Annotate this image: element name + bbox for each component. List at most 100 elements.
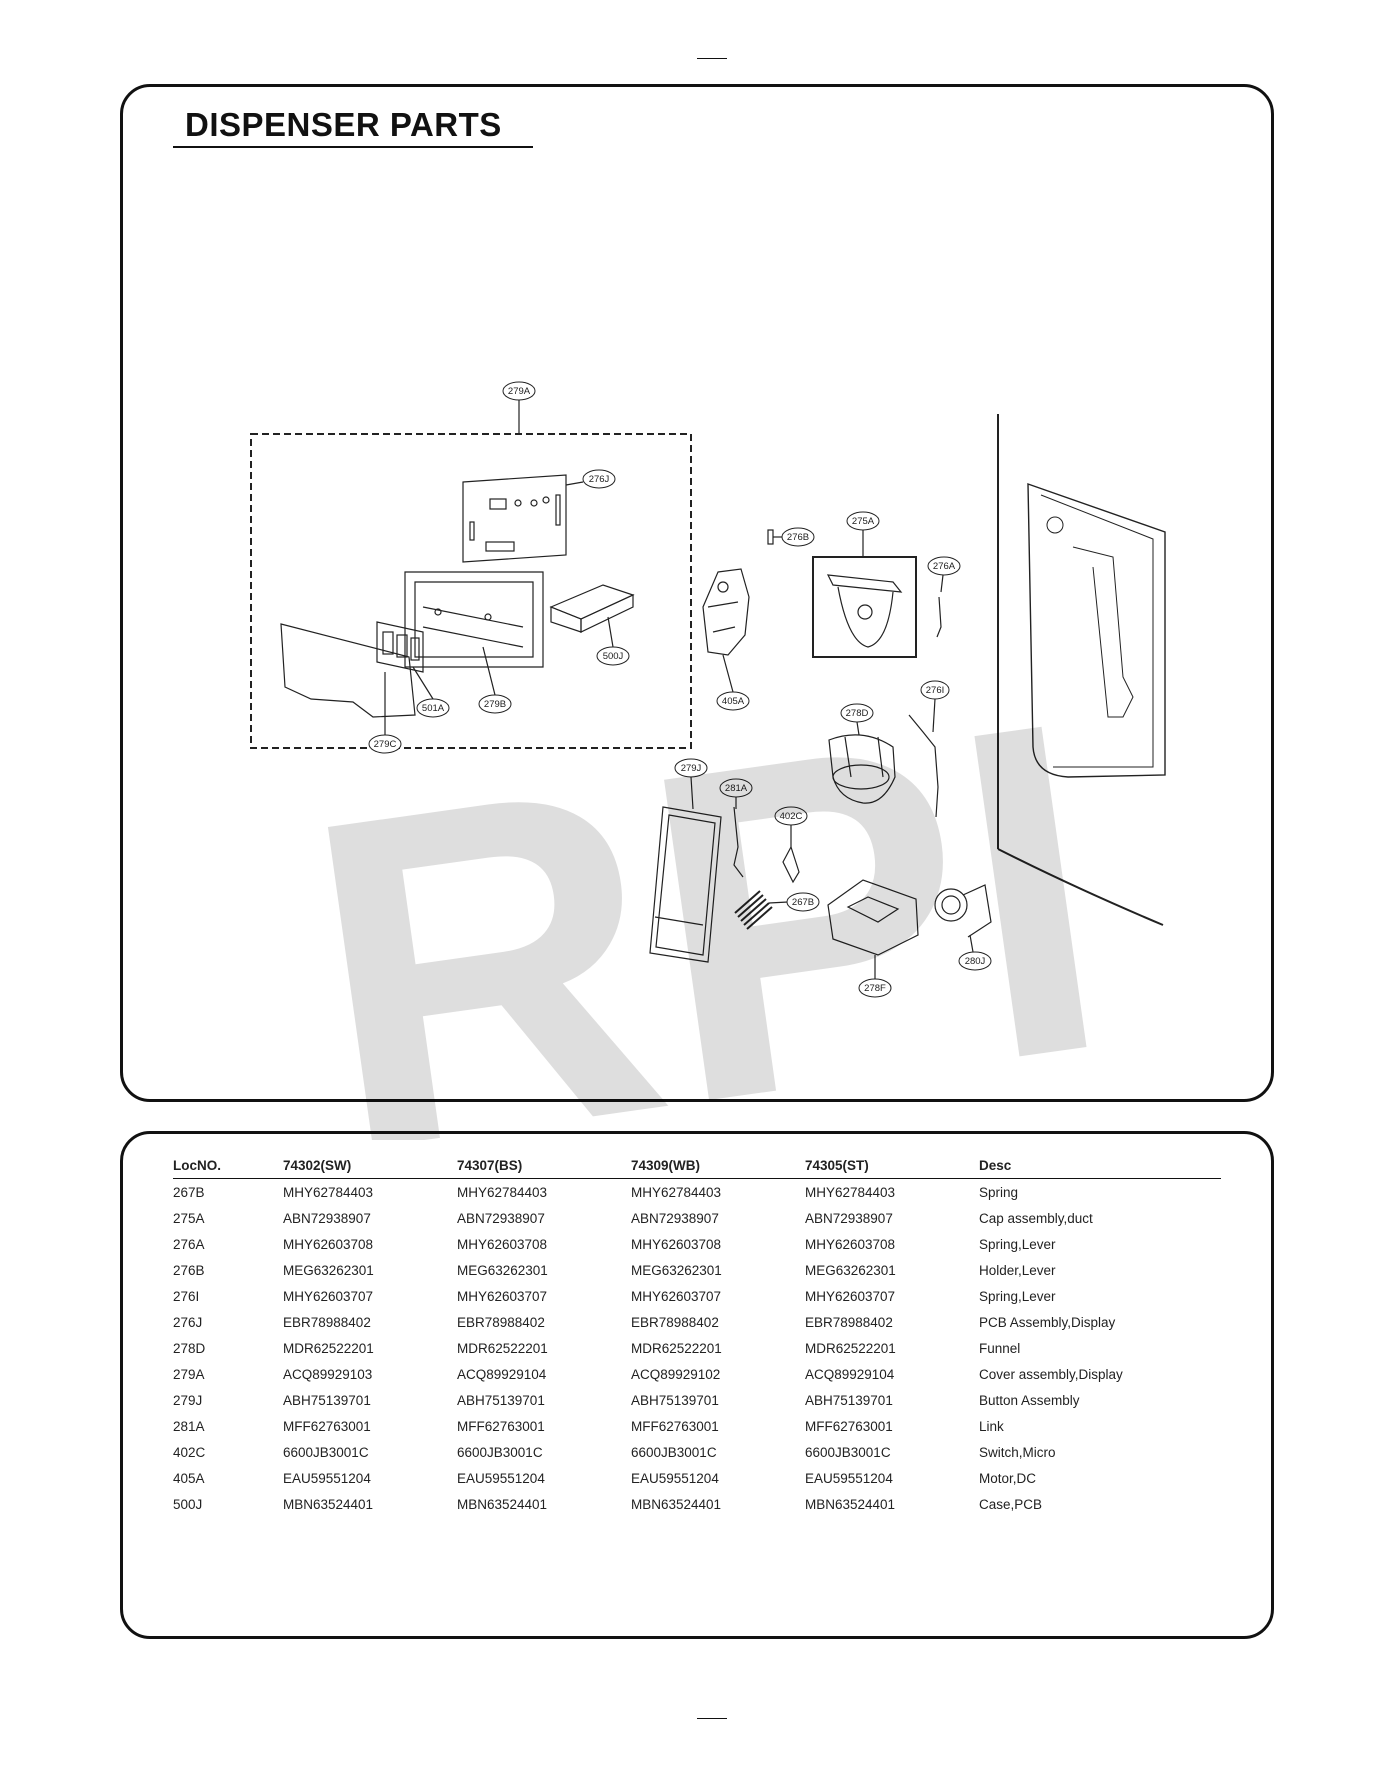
column-header: 74309(WB) (631, 1154, 805, 1179)
title-underline (173, 146, 533, 148)
callout-label: 501A (422, 703, 445, 714)
cap-assembly-part (826, 574, 903, 648)
parts-table: LocNO. 74302(SW) 74307(BS) 74309(WB) 743… (173, 1154, 1221, 1517)
table-cell: MEG63262301 (283, 1262, 374, 1278)
table-cell: MHY62603707 (457, 1288, 548, 1304)
table-cell: EAU59551204 (805, 1470, 893, 1486)
table-cell: EBR78988402 (805, 1314, 893, 1330)
table-cell: 276I (173, 1288, 200, 1304)
case-pcb-part (549, 584, 635, 633)
callout-279b (478, 694, 512, 714)
table-cell: ACQ89929104 (457, 1366, 547, 1382)
cap-assembly-box (812, 556, 917, 658)
table-cell: Link (979, 1418, 1004, 1434)
table-cell: MDR62522201 (631, 1340, 722, 1356)
table-cell: MHY62784403 (283, 1184, 374, 1200)
funnel-part (828, 734, 896, 804)
callout-label: 281A (725, 783, 748, 794)
valve-part (934, 884, 992, 938)
table-cell: 6600JB3001C (805, 1444, 891, 1460)
table-cell: ABN72938907 (457, 1210, 545, 1226)
table-cell: MEG63262301 (805, 1262, 896, 1278)
button-assembly-part (649, 806, 722, 963)
callout-279c (368, 734, 402, 754)
table-cell: 276J (173, 1314, 203, 1330)
table-cell: ABN72938907 (631, 1210, 719, 1226)
table-cell: Button Assembly (979, 1392, 1080, 1408)
table-cell: Funnel (979, 1340, 1021, 1356)
holder-part (767, 529, 774, 545)
callout-label: 276J (589, 474, 610, 485)
table-cell: EBR78988402 (631, 1314, 719, 1330)
callout-bubbles (368, 381, 992, 998)
table-cell: ABN72938907 (283, 1210, 371, 1226)
table-cell: EBR78988402 (457, 1314, 545, 1330)
table-cell: Spring,Lever (979, 1236, 1056, 1252)
table-cell: MFF62763001 (283, 1418, 371, 1434)
table-header-row: LocNO. 74302(SW) 74307(BS) 74309(WB) 743… (173, 1154, 1221, 1179)
callout-label: 275A (852, 516, 875, 527)
callout-276i (920, 680, 950, 700)
table-cell: 276B (173, 1262, 205, 1278)
table-cell: MEG63262301 (457, 1262, 548, 1278)
table-cell: MHY62784403 (457, 1184, 548, 1200)
table-cell: 279A (173, 1366, 205, 1382)
table-cell: 6600JB3001C (631, 1444, 717, 1460)
callout-label: 500J (603, 651, 624, 662)
callout-label: 278F (864, 983, 886, 994)
callout-279a (502, 381, 536, 401)
callout-278d (840, 703, 874, 723)
table-cell: 402C (173, 1444, 206, 1460)
table-cell: MHY62603708 (805, 1236, 896, 1252)
table-cell: MHY62784403 (805, 1184, 896, 1200)
table-cell: Motor,DC (979, 1470, 1037, 1486)
table-cell: MDR62522201 (457, 1340, 548, 1356)
callout-275a (846, 511, 880, 531)
spring-part (734, 890, 773, 930)
callout-500j (596, 646, 630, 666)
diagram-panel: DISPENSER PARTS (120, 84, 1274, 1102)
page-mark-bottom (697, 1718, 727, 1719)
table-cell: 267B (173, 1184, 205, 1200)
callout-267b (786, 892, 820, 912)
table-cell: ABH75139701 (283, 1392, 371, 1408)
table-cell: Switch,Micro (979, 1444, 1056, 1460)
table-cell: MHY62603708 (283, 1236, 374, 1252)
table-cell: ABN72938907 (805, 1210, 893, 1226)
callout-label: 276I (926, 685, 945, 696)
table-cell: MHY62603707 (631, 1288, 722, 1304)
callout-label: 276A (933, 561, 956, 572)
table-cell: Cap assembly,duct (979, 1210, 1093, 1226)
table-cell: MHY62784403 (631, 1184, 722, 1200)
table-cell: 281A (173, 1418, 205, 1434)
callout-280j (958, 951, 992, 971)
table-cell: MBN63524401 (283, 1496, 374, 1512)
callout-278f (858, 978, 892, 998)
table-cell: MFF62763001 (457, 1418, 545, 1434)
table-cell: MBN63524401 (457, 1496, 548, 1512)
table-cell: Case,PCB (979, 1496, 1043, 1512)
callout-279j (674, 758, 708, 778)
table-cell: 500J (173, 1496, 203, 1512)
table-cell: MBN63524401 (631, 1496, 722, 1512)
table-cell: MHY62603707 (805, 1288, 896, 1304)
column-header: 74302(SW) (283, 1154, 457, 1179)
page-mark-top (697, 58, 727, 59)
group-279a-box (250, 433, 692, 749)
table-cell: 276A (173, 1236, 205, 1252)
column-header: Desc (979, 1154, 1221, 1179)
table-cell: MFF62763001 (631, 1418, 719, 1434)
callout-label: 276B (787, 532, 809, 543)
table-cell: ACQ89929102 (631, 1366, 721, 1382)
exploded-parts-diagram: 279A 276J 276B 275A 276A 500J 405A 501A … (250, 381, 1166, 998)
callout-402c (774, 806, 808, 826)
table-cell: ABH75139701 (457, 1392, 545, 1408)
link-part (733, 806, 744, 878)
table-cell: MHY62603708 (631, 1236, 722, 1252)
